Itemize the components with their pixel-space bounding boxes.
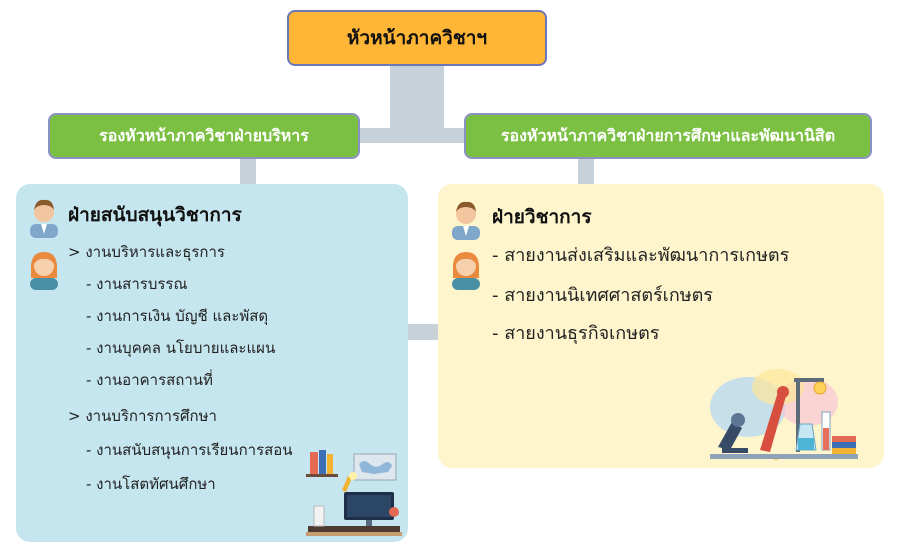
academic-support-panel: ฝ่ายสนับสนุนวิชาการ > งานบริหารและธุรการ… [16,184,408,542]
academic-support-title: ฝ่ายสนับสนุนวิชาการ [68,204,242,226]
connector-left-deputy-stem [240,159,256,184]
head-of-department-box: หัวหน้าภาควิชาฯ [287,10,547,66]
male-avatar-icon [30,199,58,238]
left-item-audiovisual: - งานโสตทัศนศึกษา [86,475,216,493]
desk-workspace-illustration [306,450,402,536]
connector-right-deputy-stem [578,159,594,184]
left-item-admin-general: > งานบริหารและธุรการ [68,243,225,261]
right-item-agribusiness: - สายงานธุรกิจเกษตร [492,323,660,344]
head-of-department-label: หัวหน้าภาควิชาฯ [346,27,488,49]
deputy-education-label: รองหัวหน้าภาควิชาฝ่ายการศึกษาและพัฒนานิส… [500,125,836,145]
male-avatar-icon [452,201,480,240]
right-item-agri-promotion: - สายงานส่งเสริมและพัฒนาการเกษตร [492,245,790,266]
left-item-teaching-support: - งานสนับสนุนการเรียนการสอน [86,441,293,459]
left-item-facilities: - งานอาคารสถานที่ [86,371,213,389]
deputy-education-box: รองหัวหน้าภาควิชาฝ่ายการศึกษาและพัฒนานิส… [464,113,872,159]
left-item-personnel: - งานบุคคล นโยบายและแผน [86,339,276,357]
left-item-correspondence: - งานสารบรรณ [86,275,188,293]
left-item-finance: - งานการเงิน บัญชี และพัสดุ [86,307,269,325]
right-item-agri-communication: - สายงานนิเทศศาสตร์เกษตร [492,285,713,306]
deputy-administration-box: รองหัวหน้าภาควิชาฝ่ายบริหาร [48,113,360,159]
female-avatar-icon [30,252,58,290]
academic-panel: ฝ่ายวิชาการ - สายงานส่งเสริมและพัฒนาการเ… [438,184,884,468]
connector-panels [408,324,438,340]
connector-deputy-bar [360,128,464,143]
left-item-education-services: > งานบริการการศึกษา [68,407,217,425]
deputy-administration-label: รองหัวหน้าภาควิชาฝ่ายบริหาร [99,125,309,145]
connector-head-stem [390,66,444,128]
science-lab-illustration [710,369,858,460]
academic-title: ฝ่ายวิชาการ [492,206,592,228]
female-avatar-icon [452,252,480,290]
